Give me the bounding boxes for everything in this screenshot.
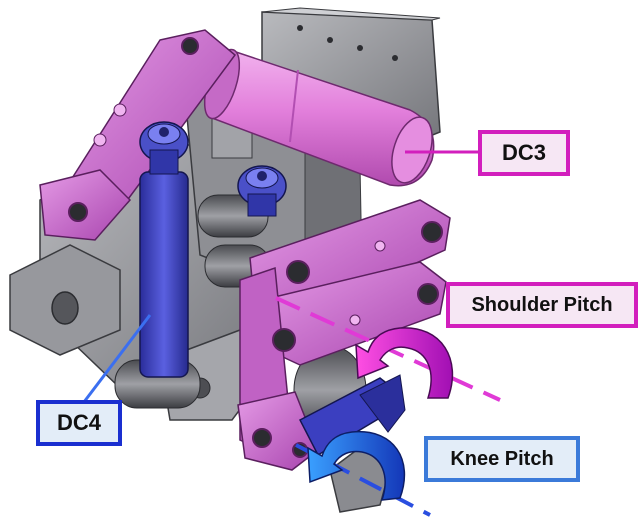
- dc4-leader-line: [82, 314, 152, 403]
- knee-pitch-arrow-icon: [307, 431, 406, 501]
- knee-pitch-label: Knee Pitch: [424, 436, 580, 482]
- knee-axis-line: [295, 443, 431, 517]
- shoulder-pitch-arrow-icon: [355, 327, 454, 399]
- dc3-label-text: DC3: [501, 140, 546, 165]
- dc3-motor: [203, 48, 435, 187]
- shoulder-pitch-label-text: Shoulder Pitch: [471, 293, 613, 316]
- dc4-label: DC4: [36, 400, 122, 446]
- dc4-motor: [139, 121, 287, 378]
- upper-linkage: [39, 29, 237, 241]
- shoulder-linkage: [239, 199, 451, 451]
- shoulder-pitch-label: Shoulder Pitch: [446, 282, 638, 328]
- dc3-label: DC3: [478, 130, 570, 176]
- knee-pitch-label-text: Knee Pitch: [450, 447, 554, 470]
- dc4-label-text: DC4: [56, 410, 101, 435]
